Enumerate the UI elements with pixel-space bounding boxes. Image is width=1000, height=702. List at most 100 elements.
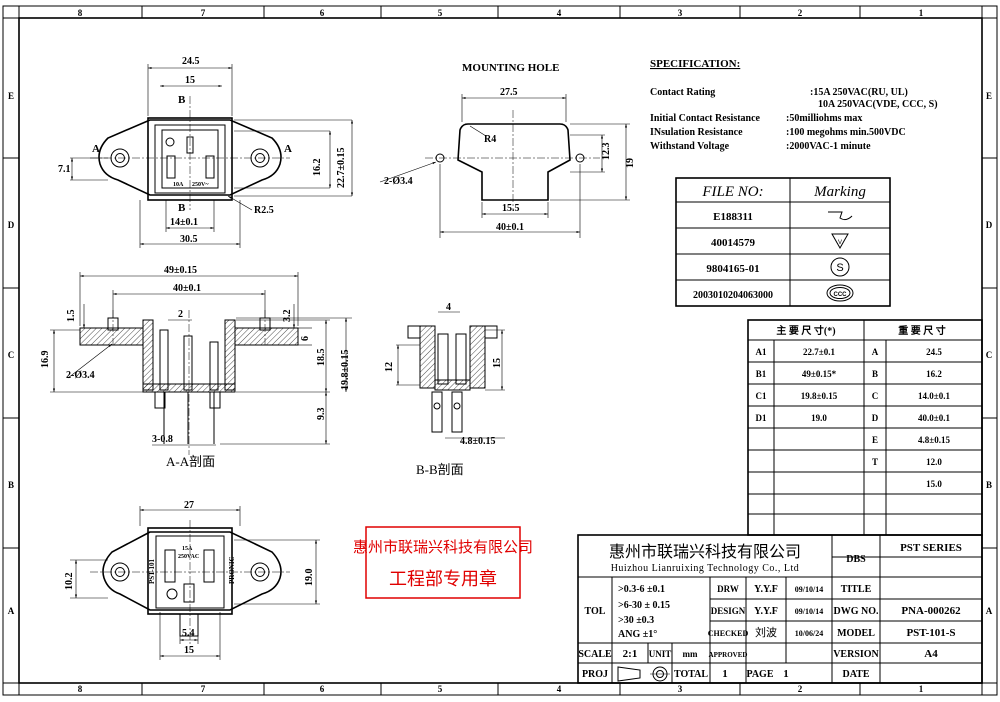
mh-dim-40: 40±0.1 <box>496 222 524 233</box>
unit-label: UNIT <box>649 649 672 659</box>
dims-r1-c1: 49±0.15* <box>802 369 837 379</box>
dims-r1-c0: B1 <box>756 369 767 379</box>
file-no-header: FILE NO: <box>701 184 763 200</box>
spec-value-2: :50milliohms max <box>786 113 862 124</box>
dims-r0-c2: A <box>872 347 879 357</box>
row-label-b: B <box>8 480 14 490</box>
dims-r3-c2: D <box>872 413 879 423</box>
row-label-b-right: B <box>986 480 992 490</box>
spec-key-3: INsulation Resistance <box>650 127 743 138</box>
tol-row-2: >30 ±0.3 <box>618 615 654 626</box>
page-value: 1 <box>783 668 789 680</box>
model-label: MODEL <box>837 628 875 639</box>
svg-text:V: V <box>838 240 842 246</box>
row-label-c-right: C <box>986 350 993 360</box>
col-label-2-bottom: 2 <box>798 684 803 694</box>
drw-date: 09/10/14 <box>795 585 823 594</box>
dim-16-2: 16.2 <box>312 159 323 177</box>
dbs-label: DBS <box>846 554 866 565</box>
dims-header-important: 重 要 尺 寸 <box>898 324 946 337</box>
front-mark-250v: 250V~ <box>192 182 209 188</box>
col-label-7: 7 <box>201 8 206 18</box>
dims-r3-c0: D1 <box>756 413 767 423</box>
front-mark-10a: 10A <box>173 182 184 188</box>
aa-dim-40: 40±0.1 <box>173 283 201 294</box>
aa-dim-2: 2 <box>178 309 183 320</box>
mh-dim-12-3: 12.3 <box>601 143 612 161</box>
aa-dim-18-5: 18.5 <box>316 349 327 367</box>
col-label-8: 8 <box>78 8 83 18</box>
section-b-top: B <box>178 94 186 106</box>
spec-value-0: :15A 250VAC(RU, UL) <box>810 87 908 98</box>
checked-date: 10/06/24 <box>795 629 823 638</box>
svg-text:S: S <box>836 262 843 274</box>
bottom-dim-27: 27 <box>184 500 194 511</box>
col-label-4-bottom: 4 <box>557 684 562 694</box>
col-label-4: 4 <box>557 8 562 18</box>
mh-dim-15-5: 15.5 <box>502 203 520 214</box>
col-label-8-bottom: 8 <box>78 684 83 694</box>
spec-value-1: 10A 250VAC(VDE, CCC, S) <box>818 99 938 110</box>
col-label-5: 5 <box>438 8 443 18</box>
col-label-6: 6 <box>320 8 325 18</box>
total-label: TOTAL <box>674 669 708 680</box>
company-stamp: 惠州市联瑞兴科技有限公司 工程部专用章 <box>353 526 533 599</box>
row-label-e-right: E <box>986 91 992 101</box>
projection-symbol-icon <box>617 666 670 682</box>
bottom-view: PST-101 15A 250VAC PRONIC 27 10.2 5.4 15… <box>64 500 320 660</box>
unit-value: mm <box>683 649 698 659</box>
tol-row-1: >6-30 ± 0.15 <box>618 600 670 611</box>
row-label-a: A <box>8 606 15 616</box>
dims-r1-c3: 16.2 <box>926 369 942 379</box>
mh-dim-19: 19 <box>625 158 636 168</box>
drw-name: Y.Y.F <box>754 584 778 595</box>
col-label-3-bottom: 3 <box>678 684 683 694</box>
version-value: A4 <box>924 648 938 660</box>
dwg-no-value: PNA-000262 <box>901 605 961 617</box>
spec-key-0: Contact Rating <box>650 87 715 98</box>
tol-row-0: >0.3-6 ±0.1 <box>618 584 665 595</box>
dim-22-7: 22.7±0.15 <box>336 148 347 189</box>
date-label: DATE <box>842 669 869 680</box>
tol-label: TOL <box>585 606 606 617</box>
bb-dim-12: 12 <box>384 362 395 372</box>
svg-text:CCC: CCC <box>834 292 848 298</box>
ccc-mark-icon: CCC <box>826 284 854 302</box>
model-value: PST-101-S <box>906 627 955 639</box>
company-name-cn: 惠州市联瑞兴科技有限公司 <box>609 542 801 561</box>
dims-header-main: 主 要 尺 寸(*) <box>776 324 835 337</box>
dims-r3-c3: 40.0±0.1 <box>918 413 950 423</box>
spec-title: SPECIFICATION: <box>650 58 740 70</box>
file-no-table: FILE NO: Marking E188311 40014579 980416… <box>675 177 891 307</box>
dwg-no-label: DWG NO. <box>834 606 880 617</box>
section-a-right: A <box>284 143 292 155</box>
checked-label: CHECKED <box>708 629 749 638</box>
dims-r0-c1: 22.7±0.1 <box>803 347 835 357</box>
mh-dim-2-d3-4: 2-Ø3.4 <box>384 176 413 187</box>
spec-key-2: Initial Contact Resistance <box>650 113 761 124</box>
dims-r5-c3: 12.0 <box>926 457 942 467</box>
title-label: TITLE <box>841 584 872 595</box>
dims-r2-c2: C <box>872 391 879 401</box>
specification-block: SPECIFICATION: Contact Rating :15A 250VA… <box>650 58 938 152</box>
aa-dim-2-d3-4: 2-Ø3.4 <box>66 370 95 381</box>
bottom-dim-10-2: 10.2 <box>64 573 75 591</box>
stamp-line-2: 工程部专用章 <box>389 569 497 590</box>
dims-r4-c2: E <box>872 435 878 445</box>
aa-dim-16-9: 16.9 <box>40 351 51 369</box>
bottom-dim-19: 19.0 <box>304 569 315 587</box>
marking-header: Marking <box>813 184 866 200</box>
col-label-1: 1 <box>919 8 924 18</box>
file-no-row-3: 2003010204063000 <box>693 290 773 301</box>
bottom-mark-pst: PST-101 <box>148 558 156 584</box>
dims-r2-c0: C1 <box>756 391 767 401</box>
drw-label: DRW <box>717 584 739 594</box>
dim-30-5: 30.5 <box>180 234 198 245</box>
bottom-dim-5-4: 5.4 <box>182 628 195 639</box>
row-label-d: D <box>8 220 15 230</box>
design-label: DESIGN <box>711 606 746 616</box>
bb-dim-15: 15 <box>492 358 503 368</box>
bb-dim-4: 4 <box>446 302 451 313</box>
aa-dim-1-5: 1.5 <box>66 310 77 323</box>
dims-r3-c1: 19.0 <box>811 413 827 423</box>
